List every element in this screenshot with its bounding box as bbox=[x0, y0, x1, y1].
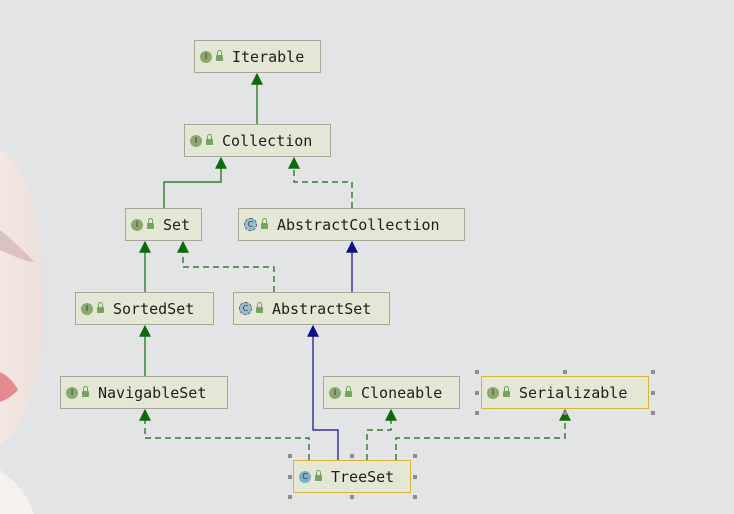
resize-handle[interactable] bbox=[413, 454, 417, 458]
node-label: Serializable bbox=[519, 383, 628, 402]
lock-icon bbox=[206, 134, 213, 145]
resize-handle[interactable] bbox=[350, 454, 354, 458]
resize-handle[interactable] bbox=[475, 370, 479, 374]
edge-abstractcollection-collection bbox=[288, 156, 353, 208]
resize-handle[interactable] bbox=[475, 391, 479, 395]
resize-handle[interactable] bbox=[651, 370, 655, 374]
node-label: TreeSet bbox=[331, 467, 395, 486]
node-collection[interactable]: I Collection bbox=[184, 124, 331, 157]
lock-icon bbox=[82, 386, 89, 397]
node-label: Cloneable bbox=[361, 383, 443, 402]
node-label: Set bbox=[163, 215, 191, 234]
edge-set-collection bbox=[163, 156, 227, 208]
edge-treeset-serializable bbox=[395, 408, 571, 460]
interface-badge-icon: I bbox=[329, 386, 341, 399]
node-label: AbstractCollection bbox=[277, 215, 440, 234]
lock-icon bbox=[97, 302, 104, 313]
interface-badge-icon: I bbox=[66, 386, 78, 399]
edge-treeset-cloneable bbox=[366, 408, 397, 460]
node-serializable[interactable]: I Serializable bbox=[481, 376, 649, 409]
abstract-class-badge-icon: C bbox=[244, 218, 257, 231]
interface-badge-icon: I bbox=[131, 218, 143, 231]
lock-icon bbox=[256, 302, 263, 313]
interface-badge-icon: I bbox=[200, 50, 212, 63]
node-set[interactable]: I Set bbox=[125, 208, 202, 241]
resize-handle[interactable] bbox=[350, 495, 354, 499]
resize-handle[interactable] bbox=[288, 454, 292, 458]
resize-handle[interactable] bbox=[413, 495, 417, 499]
node-abstractcollection[interactable]: C AbstractCollection bbox=[238, 208, 465, 241]
node-label: NavigableSet bbox=[98, 383, 207, 402]
node-sortedset[interactable]: I SortedSet bbox=[75, 292, 214, 325]
edge-treeset-abstractset bbox=[307, 324, 339, 460]
lock-icon bbox=[216, 50, 223, 61]
resize-handle[interactable] bbox=[413, 475, 417, 479]
resize-handle[interactable] bbox=[651, 391, 655, 395]
node-label: AbstractSet bbox=[272, 299, 372, 318]
resize-handle[interactable] bbox=[563, 411, 567, 415]
lock-icon bbox=[345, 386, 352, 397]
resize-handle[interactable] bbox=[475, 411, 479, 415]
interface-badge-icon: I bbox=[81, 302, 93, 315]
lock-icon bbox=[503, 386, 510, 397]
node-label: Iterable bbox=[232, 47, 305, 66]
class-badge-icon: C bbox=[299, 470, 311, 483]
node-treeset[interactable]: C TreeSet bbox=[293, 460, 411, 493]
resize-handle[interactable] bbox=[288, 495, 292, 499]
resize-handle[interactable] bbox=[563, 370, 567, 374]
resize-handle[interactable] bbox=[651, 411, 655, 415]
node-navigableset[interactable]: I NavigableSet bbox=[60, 376, 228, 409]
lock-icon bbox=[261, 218, 268, 229]
interface-badge-icon: I bbox=[487, 386, 499, 399]
interface-badge-icon: I bbox=[190, 134, 202, 147]
edge-abstractset-set bbox=[177, 240, 275, 292]
edge-treeset-navigableset bbox=[139, 408, 310, 460]
node-label: Collection bbox=[222, 131, 313, 150]
lock-icon bbox=[147, 218, 154, 229]
node-label: SortedSet bbox=[113, 299, 195, 318]
resize-handle[interactable] bbox=[288, 475, 292, 479]
lock-icon bbox=[315, 470, 322, 481]
node-cloneable[interactable]: I Cloneable bbox=[323, 376, 460, 409]
abstract-class-badge-icon: C bbox=[239, 302, 252, 315]
node-iterable[interactable]: I Iterable bbox=[194, 40, 321, 73]
node-abstractset[interactable]: C AbstractSet bbox=[233, 292, 390, 325]
